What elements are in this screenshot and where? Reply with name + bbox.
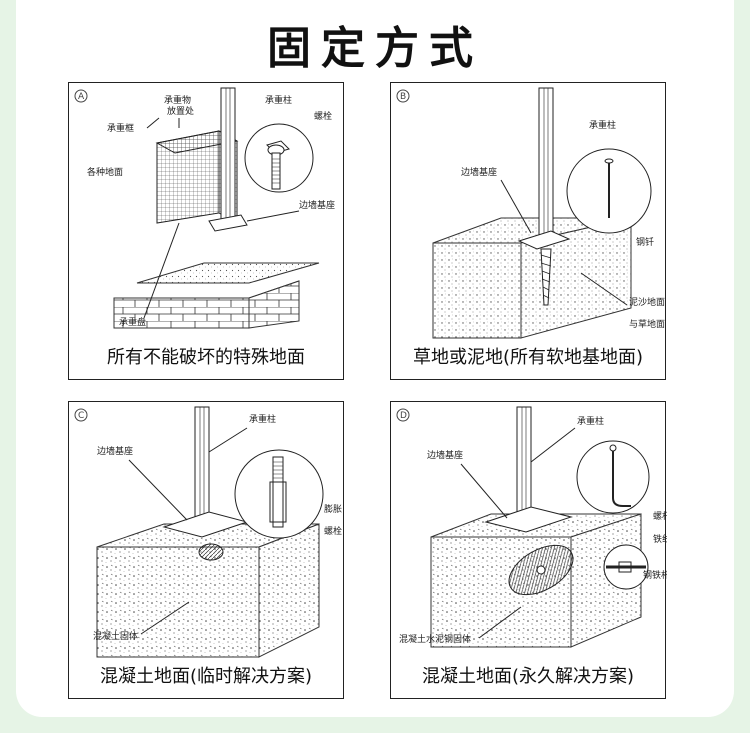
label-post: 承重柱 <box>577 415 604 427</box>
caption-c: 混凝土地面(临时解决方案) <box>99 666 313 687</box>
label-block: 混凝土固体 <box>93 630 138 642</box>
label-post: 承重柱 <box>265 94 292 106</box>
label-base: 边墙基座 <box>427 449 463 461</box>
label-screw: 螺杆 <box>653 510 667 522</box>
panel-letter: C <box>78 411 84 421</box>
page-title: 固定方式 <box>267 23 483 74</box>
caption-a: 所有不能破坏的特殊地面 <box>107 347 305 368</box>
label-wire: 铁线 <box>653 533 667 545</box>
label-bolt-1: 膨胀 <box>324 503 342 515</box>
label-rod: 钢铁杆 <box>643 569 667 581</box>
diagram-b: B 承重柱 边墙基座 钢钎 泥沙地面 与草地面 <box>396 87 665 339</box>
label-base: 边墙基座 <box>461 166 497 178</box>
panel-letter: B <box>400 92 406 102</box>
label-nail: 钢钎 <box>636 236 654 248</box>
label-bolt: 螺栓 <box>314 110 332 122</box>
panel-letter: D <box>400 411 407 421</box>
label-block: 混凝土水泥钢固体 <box>399 633 471 645</box>
label-base: 边墙基座 <box>97 445 133 457</box>
caption-d: 混凝土地面(永久解决方案) <box>421 666 635 687</box>
label-frame: 承重框 <box>107 122 134 134</box>
label-ground: 各种地面 <box>87 166 123 178</box>
label-soil-2: 与草地面 <box>629 318 665 330</box>
label-bolt-2: 螺栓 <box>324 525 342 537</box>
label-tray: 承重盘 <box>119 316 146 328</box>
label-post: 承重柱 <box>589 119 616 131</box>
panel-d: D 承重柱 边墙基座 螺杆 铁线 钢铁杆 混凝土水泥钢固体 混凝土地面(永久解决… <box>390 401 667 699</box>
panel-c: C 承重柱 边墙基座 膨胀 螺栓 混凝土固体 混凝土地面(临时解决方案) <box>68 401 344 699</box>
panel-b: B 承重柱 边墙基座 钢钎 泥沙地面 与草地面 草地或泥地(所有软地基地面) <box>390 82 666 380</box>
diagram-c: C 承重柱 边墙基座 膨胀 螺栓 混凝土固体 <box>74 406 342 658</box>
label-soil-1: 泥沙地面 <box>629 296 665 308</box>
label-post: 承重柱 <box>249 413 276 425</box>
diagram-d: D 承重柱 边墙基座 螺杆 铁线 钢铁杆 混凝土水泥钢固体 <box>396 406 667 648</box>
caption-b: 草地或泥地(所有软地基地面) <box>412 347 644 368</box>
label-top-note-2: 放置处 <box>167 105 194 117</box>
panel-letter: A <box>78 92 85 102</box>
label-top-note-1: 承重物 <box>164 94 191 106</box>
label-base: 边墙基座 <box>299 199 335 211</box>
diagram-a: A 承重物 放置处 承重框 承重柱 螺栓 各种地面 边墙基座 <box>74 87 335 329</box>
panel-a: A 承重物 放置处 承重框 承重柱 螺栓 各种地面 边墙基座 <box>68 82 344 380</box>
